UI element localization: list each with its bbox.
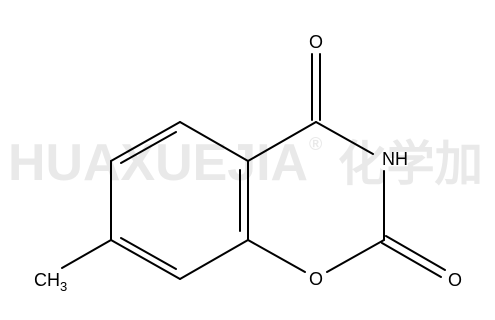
double-bond-inner-c6-c5: [120, 131, 177, 164]
bond-c2-o-upper: [385, 235, 446, 271]
atom-label-carbonyl-oxygen-top: O: [309, 32, 323, 52]
watermark: HUAXUEJIA ® 化学加: [8, 134, 483, 192]
bond-c4-n3: [315, 121, 374, 155]
atom-label-carbonyl-oxygen-right: O: [448, 270, 462, 290]
bond-c8a-c8: [179, 239, 249, 280]
bond-c5-c4a: [179, 121, 249, 162]
watermark-registered-mark: ®: [309, 134, 322, 154]
carbonyl-c2: [381, 235, 446, 278]
atom-label-ring-oxygen: O: [309, 269, 323, 289]
methyl-label-main: CH: [34, 270, 60, 290]
bond-c6-c5: [110, 121, 181, 162]
bond-c8-c7: [110, 239, 181, 280]
bond-c4a-c4: [247, 121, 317, 162]
atom-label-methyl: CH3: [34, 270, 67, 294]
bond-c7-methyl: [61, 239, 112, 269]
atom-label-nh: NH: [382, 149, 408, 169]
bond-c2-o-lower: [381, 242, 442, 278]
double-bond-inner-c8-c7: [120, 237, 177, 270]
carbonyl-c4: [311, 53, 321, 121]
benzene-ring: [110, 121, 249, 280]
watermark-latin: HUAXUEJIA: [8, 134, 308, 192]
bond-o1-c8a: [247, 239, 306, 273]
methyl-label-subscript: 3: [60, 279, 67, 294]
oxazine-ring: [247, 121, 385, 273]
bond-c2-o1: [326, 239, 385, 273]
